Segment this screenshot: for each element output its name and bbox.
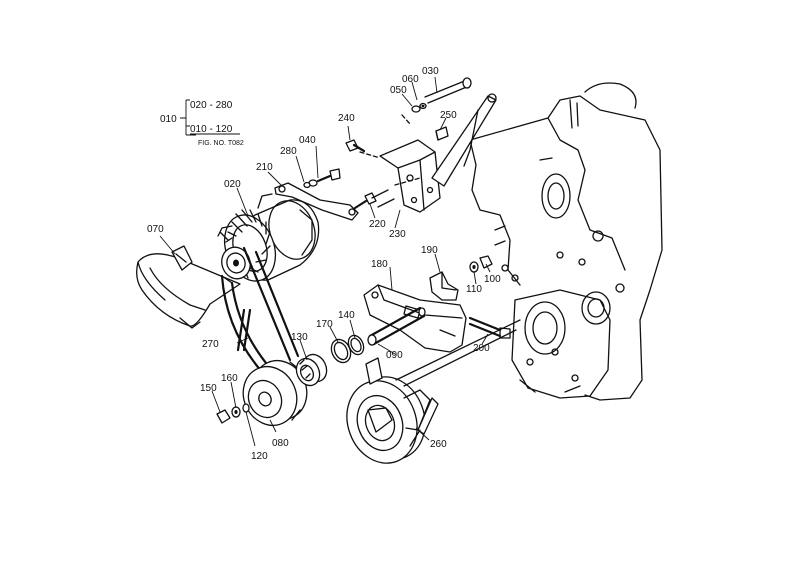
nut-100 [479,255,493,269]
callout-120: 120 [251,451,268,462]
callout-130: 130 [291,332,308,343]
engine-block [469,82,663,401]
callout-030: 030 [422,66,439,77]
callout-080: 080 [272,438,289,449]
callout-020: 020 [224,179,241,190]
adjusting-bar [431,93,497,187]
callout-260: 260 [430,439,447,450]
adjusting-plate [379,139,441,213]
washer-120 [242,403,250,413]
idler-shaft-090 [367,306,426,346]
callout-180: 180 [371,259,388,270]
legend-root: 010 [160,114,177,125]
callout-labels: 030 060 050 250 240 040 280 210 020 070 … [147,66,501,462]
washer-280 [303,181,311,189]
callout-110: 110 [466,284,482,295]
callout-220: 220 [369,219,386,230]
callout-240: 240 [338,113,355,124]
callout-190: 190 [421,245,438,256]
callout-160: 160 [221,373,238,384]
crank-belt-line [395,319,521,387]
pulley-080 [242,360,308,426]
reference-legend: 010 020 - 280 010 - 120 FIG. NO. T082 [160,99,244,147]
bracket-190 [429,271,459,301]
crank-pulley-260 [346,357,439,464]
fan-belt-270 [220,246,300,374]
callout-170: 170 [316,319,333,330]
callout-250: 250 [440,110,457,121]
bolt-040 [308,168,341,187]
bolt-240 [345,139,366,153]
callout-070: 070 [147,224,164,235]
bolt-220 [353,192,377,210]
belt-cover-070 [136,245,241,329]
callout-090: 090 [386,350,403,361]
bolt-030 [424,77,472,141]
callout-210: 210 [256,162,273,173]
ring-140 [347,334,365,356]
leader-lines [159,76,491,447]
alternator [217,193,320,282]
callout-050: 050 [390,85,407,96]
legend-fig-ref: FIG. NO. T082 [198,140,244,147]
callout-100: 100 [484,274,501,285]
nut-150 [216,409,231,424]
callout-060: 060 [402,74,419,85]
bearing-130 [295,353,328,387]
callout-150: 150 [200,383,217,394]
callout-230: 230 [389,229,406,240]
bracket-210 [274,182,359,221]
legend-range-b: 010 - 120 [190,124,233,135]
callout-040: 040 [299,135,316,146]
callout-270: 270 [202,339,219,350]
ring-170 [330,338,352,364]
callout-280: 280 [280,146,297,157]
bolt-200 [468,316,511,339]
legend-range-a: 020 - 280 [190,100,233,111]
washer-050 [411,105,421,113]
callout-140: 140 [338,310,355,321]
callout-200: 200 [473,343,490,354]
alignment-lines [359,114,421,208]
